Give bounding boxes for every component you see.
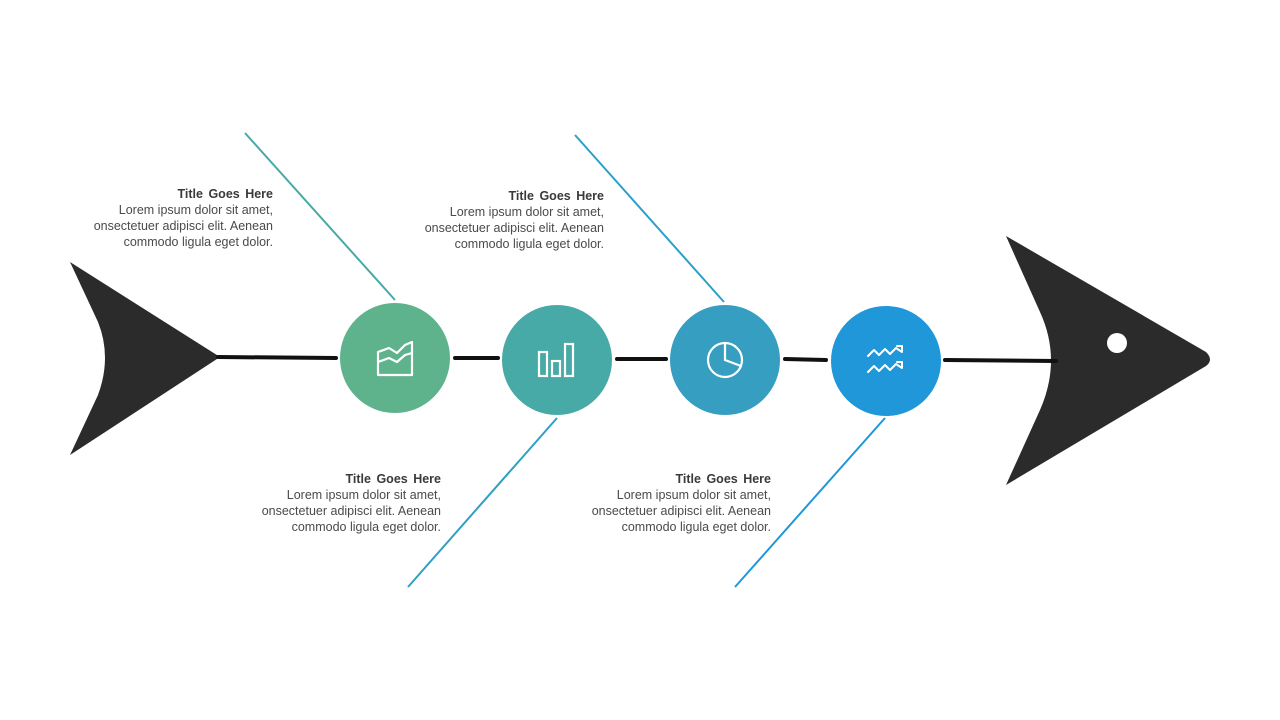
fish-tail <box>70 262 220 455</box>
node-1 <box>340 303 450 413</box>
spine-segment-5 <box>943 358 1058 363</box>
label-1: Title Goes Here Lorem ipsum dolor sit am… <box>13 186 273 250</box>
label-4-line-2: onsectetuer adipisci elit. Aenean <box>591 504 771 518</box>
bone-2 <box>407 417 558 588</box>
label-2-line-1: Lorem ipsum dolor sit amet, <box>286 488 441 502</box>
label-2-line-3: commodo ligula eget dolor. <box>291 520 441 534</box>
label-4: Title Goes Here Lorem ipsum dolor sit am… <box>511 471 771 535</box>
label-2-title: Title Goes Here <box>345 472 441 486</box>
area-chart-icon <box>376 340 414 377</box>
label-4-line-1: Lorem ipsum dolor sit amet, <box>616 488 771 502</box>
label-3-line-1: Lorem ipsum dolor sit amet, <box>449 205 604 219</box>
spine-segment-1 <box>216 355 338 360</box>
label-3-line-3: commodo ligula eget dolor. <box>454 237 604 251</box>
node-3 <box>670 305 780 415</box>
fish-head <box>1006 236 1210 485</box>
bone-4 <box>734 417 886 588</box>
fish-eye <box>1107 333 1127 353</box>
label-3-line-2: onsectetuer adipisci elit. Aenean <box>424 221 604 235</box>
label-3: Title Goes Here Lorem ipsum dolor sit am… <box>344 188 604 252</box>
pie-chart-icon <box>706 341 744 379</box>
spine-segment-4 <box>783 357 828 362</box>
spine <box>216 355 1058 363</box>
label-1-line-1: Lorem ipsum dolor sit amet, <box>118 203 273 217</box>
label-1-line-2: onsectetuer adipisci elit. Aenean <box>93 219 273 233</box>
bar-chart-icon <box>537 342 575 378</box>
label-4-title: Title Goes Here <box>675 472 771 486</box>
node-2 <box>502 305 612 415</box>
label-1-line-3: commodo ligula eget dolor. <box>123 235 273 249</box>
label-1-title: Title Goes Here <box>177 187 273 201</box>
node-4 <box>831 306 941 416</box>
label-2: Title Goes Here Lorem ipsum dolor sit am… <box>181 471 441 535</box>
label-4-line-3: commodo ligula eget dolor. <box>621 520 771 534</box>
label-3-title: Title Goes Here <box>508 189 604 203</box>
line-chart-icon <box>867 345 903 373</box>
bone-1 <box>244 132 396 301</box>
label-2-line-2: onsectetuer adipisci elit. Aenean <box>261 504 441 518</box>
bone-3 <box>574 134 725 303</box>
